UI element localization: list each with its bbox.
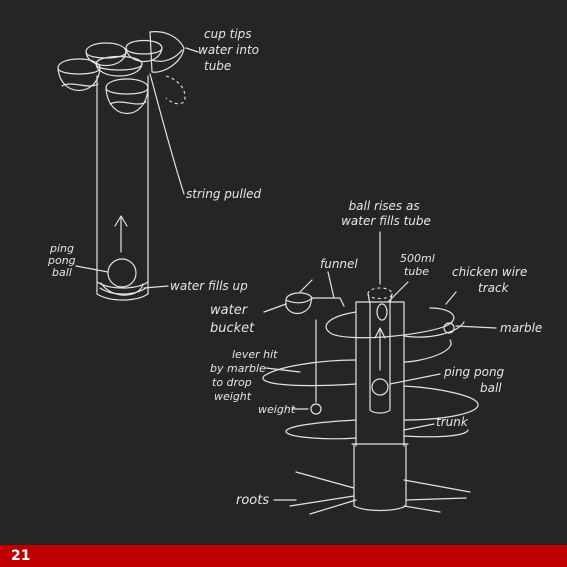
string-pulled-label: string pulled — [186, 187, 262, 201]
ping-pong-ball-right-label: ping pong ball — [443, 365, 508, 395]
ping-pong-ball-label: ping pong ball — [47, 242, 79, 279]
ping-pong-ball-leader — [76, 266, 108, 272]
ball-rises-label: ball rises as water fills tube — [341, 199, 431, 228]
string — [150, 74, 184, 194]
roots-label: roots — [236, 493, 269, 508]
marble-label: marble — [500, 321, 542, 335]
water-bucket — [286, 280, 340, 314]
page-number: 21 — [11, 548, 30, 564]
water-fills-up-label: water fills up — [170, 279, 248, 293]
left-sketch: cup tips water into tube string pulled p… — [47, 27, 263, 300]
chicken-wire-leader — [446, 292, 456, 304]
cup-tips-leader — [186, 48, 198, 52]
weight-label: weight — [258, 403, 296, 416]
water-bucket-leader — [264, 304, 286, 312]
funnel-leader — [328, 272, 334, 298]
left-tube — [97, 76, 148, 300]
trunk-label: trunk — [436, 415, 469, 429]
footer-bar: 21 — [0, 545, 567, 567]
lever-label: lever hit by marble to drop weight — [210, 348, 281, 403]
marble-leader — [456, 326, 496, 328]
chicken-wire-label: chicken wire track — [452, 265, 531, 295]
tube-500ml-label: 500ml tube — [400, 252, 438, 278]
trunk-base — [352, 444, 408, 511]
trunk-tube — [356, 302, 404, 446]
funnel-label: funnel — [320, 257, 358, 271]
cups — [58, 32, 185, 114]
sketch-canvas: cup tips water into tube string pulled p… — [0, 0, 567, 545]
water-bucket-label: water bucket — [210, 303, 255, 336]
cup-tips-label: cup tips water into tube — [198, 27, 263, 73]
right-sketch: ball rises as water fills tube funnel 50… — [210, 199, 542, 514]
trunk-leader — [404, 424, 434, 430]
ping-pong-ball-right-leader — [390, 374, 440, 384]
roots — [290, 472, 470, 514]
